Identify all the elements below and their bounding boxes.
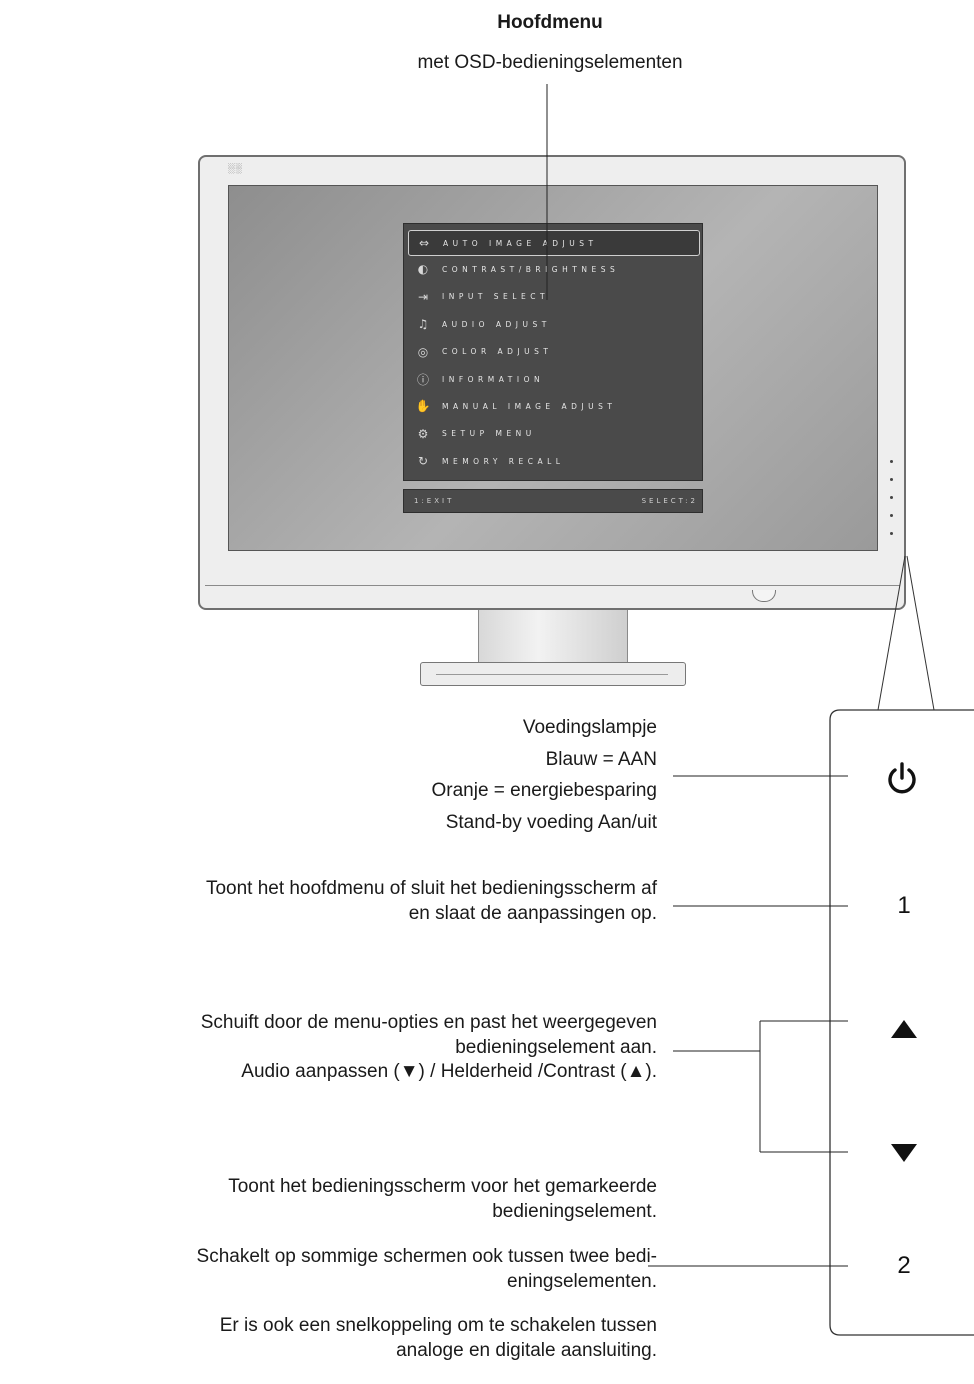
osd-menu-item-label: SETUP MENU (442, 429, 536, 439)
zoom-line-right (906, 555, 935, 711)
side-button-dot (890, 496, 893, 499)
monitor-side-buttons (890, 460, 896, 550)
power-icon (888, 762, 916, 794)
side-button-dot (890, 460, 893, 463)
diagram-subtitle: met OSD-bedieningselementen (417, 52, 683, 73)
osd-menu-item[interactable]: ⓘ INFORMATION (408, 367, 698, 391)
annotation-line: en slaat de aanpassingen op. (408, 902, 657, 924)
osd-menu-item-label: AUTO IMAGE ADJUST (443, 238, 598, 248)
annotation-line: Er is ook een snelkoppeling om te schake… (219, 1315, 657, 1336)
power-annotation: Voedingslampje Blauw = AAN Oranje = ener… (431, 716, 657, 836)
button1-annotation: Toont het hoofdmenu of sluit het bedieni… (206, 877, 657, 926)
color-adjust-icon: ◎ (417, 344, 429, 359)
osd-menu-item-label: INPUT SELECT (442, 292, 550, 302)
side-button-dot (890, 532, 893, 535)
osd-select-hint: SELECT:2 (641, 497, 698, 505)
power-button[interactable] (880, 756, 924, 800)
down-arrow-icon (891, 1144, 917, 1162)
osd-menu-item[interactable]: ⇥ INPUT SELECT (408, 285, 698, 309)
osd-menu-item-label: MANUAL IMAGE ADJUST (442, 401, 617, 411)
up-button[interactable] (884, 1014, 924, 1044)
annotation-line: Audio aanpassen (▼) / Helderheid /Contra… (241, 1061, 657, 1083)
button-1-label: 1 (897, 892, 911, 919)
osd-menu-item[interactable]: ⇔ AUTO IMAGE ADJUST (408, 230, 700, 256)
osd-menu-item-label: MEMORY RECALL (442, 456, 565, 466)
osd-main-menu: ⇔ AUTO IMAGE ADJUST ◐ CONTRAST/BRIGHTNESS ⇥ I… (403, 223, 703, 481)
osd-exit-hint: 1:EXIT (414, 497, 455, 505)
annotation-line: Toont het hoofdmenu of sluit het bedieni… (205, 878, 657, 899)
monitor-stand (478, 610, 628, 662)
manual-image-adjust-icon: ✋ (415, 399, 431, 414)
button2-annotation-c: Er is ook een snelkoppeling om te schake… (220, 1314, 657, 1363)
annotation-line: bedieningselement. (492, 1200, 657, 1222)
osd-menu-item[interactable]: ♫ AUDIO ADJUST (408, 312, 698, 336)
annotation-line: eningselementen. (507, 1270, 657, 1292)
button-1[interactable]: 1 (884, 886, 924, 926)
osd-menu-item[interactable]: ◐ CONTRAST/BRIGHTNESS (408, 257, 698, 281)
osd-menu-item-label: COLOR ADJUST (442, 347, 553, 357)
down-button[interactable] (884, 1138, 924, 1168)
annotation-line: Schuift door de menu-opties en past het … (200, 1012, 657, 1033)
annotation-line: Stand-by voeding Aan/uit (445, 812, 657, 834)
diagram-title: Hoofdmenu (497, 12, 603, 33)
osd-footer: 1:EXIT SELECT:2 (403, 489, 703, 513)
input-select-icon: ⇥ (417, 289, 429, 304)
annotation-line: analoge en digitale aansluiting. (396, 1339, 657, 1361)
setup-menu-icon: ⚙ (417, 426, 429, 441)
osd-menu-item[interactable]: ⚙ SETUP MENU (408, 422, 698, 446)
annotation-line: Schakelt op sommige schermen ook tussen … (196, 1246, 657, 1267)
annotation-line: bedieningselement aan. (455, 1036, 657, 1058)
annotation-line: Voedingslampje (522, 717, 657, 738)
up-arrow-icon (891, 1020, 917, 1038)
osd-menu-item[interactable]: ◎ COLOR ADJUST (408, 340, 698, 364)
memory-recall-icon: ↻ (417, 454, 429, 469)
button-2[interactable]: 2 (884, 1246, 924, 1286)
side-button-dot (890, 514, 893, 517)
button2-annotation-a: Toont het bedieningsscherm voor het gema… (228, 1175, 657, 1224)
osd-menu-item[interactable]: ✋ MANUAL IMAGE ADJUST (408, 394, 698, 418)
zoom-line-left (877, 555, 906, 711)
brand-logo-icon: ░░ (228, 163, 243, 173)
contrast-brightness-icon: ◐ (417, 262, 429, 277)
button-2-label: 2 (897, 1252, 911, 1279)
information-icon: ⓘ (416, 372, 429, 387)
annotation-line: Oranje = energiebesparing (431, 780, 657, 802)
control-panel-outline (829, 709, 974, 1336)
osd-menu-item-label: INFORMATION (442, 374, 545, 384)
bezel-divider (205, 585, 900, 586)
annotation-line: Blauw = AAN (545, 748, 657, 770)
osd-menu-item-label: AUDIO ADJUST (442, 319, 551, 329)
osd-menu-item-label: CONTRAST/BRIGHTNESS (442, 264, 620, 274)
monitor-base-line (436, 674, 668, 675)
side-button-dot (890, 478, 893, 481)
annotation-line: Toont het bedieningsscherm voor het gema… (228, 1176, 657, 1197)
button2-annotation-b: Schakelt op sommige schermen ook tussen … (197, 1245, 657, 1294)
audio-adjust-icon: ♫ (417, 317, 429, 332)
arrows-annotation: Schuift door de menu-opties en past het … (201, 1011, 657, 1085)
auto-image-adjust-icon: ⇔ (418, 236, 430, 250)
osd-menu-item[interactable]: ↻ MEMORY RECALL (408, 449, 698, 473)
